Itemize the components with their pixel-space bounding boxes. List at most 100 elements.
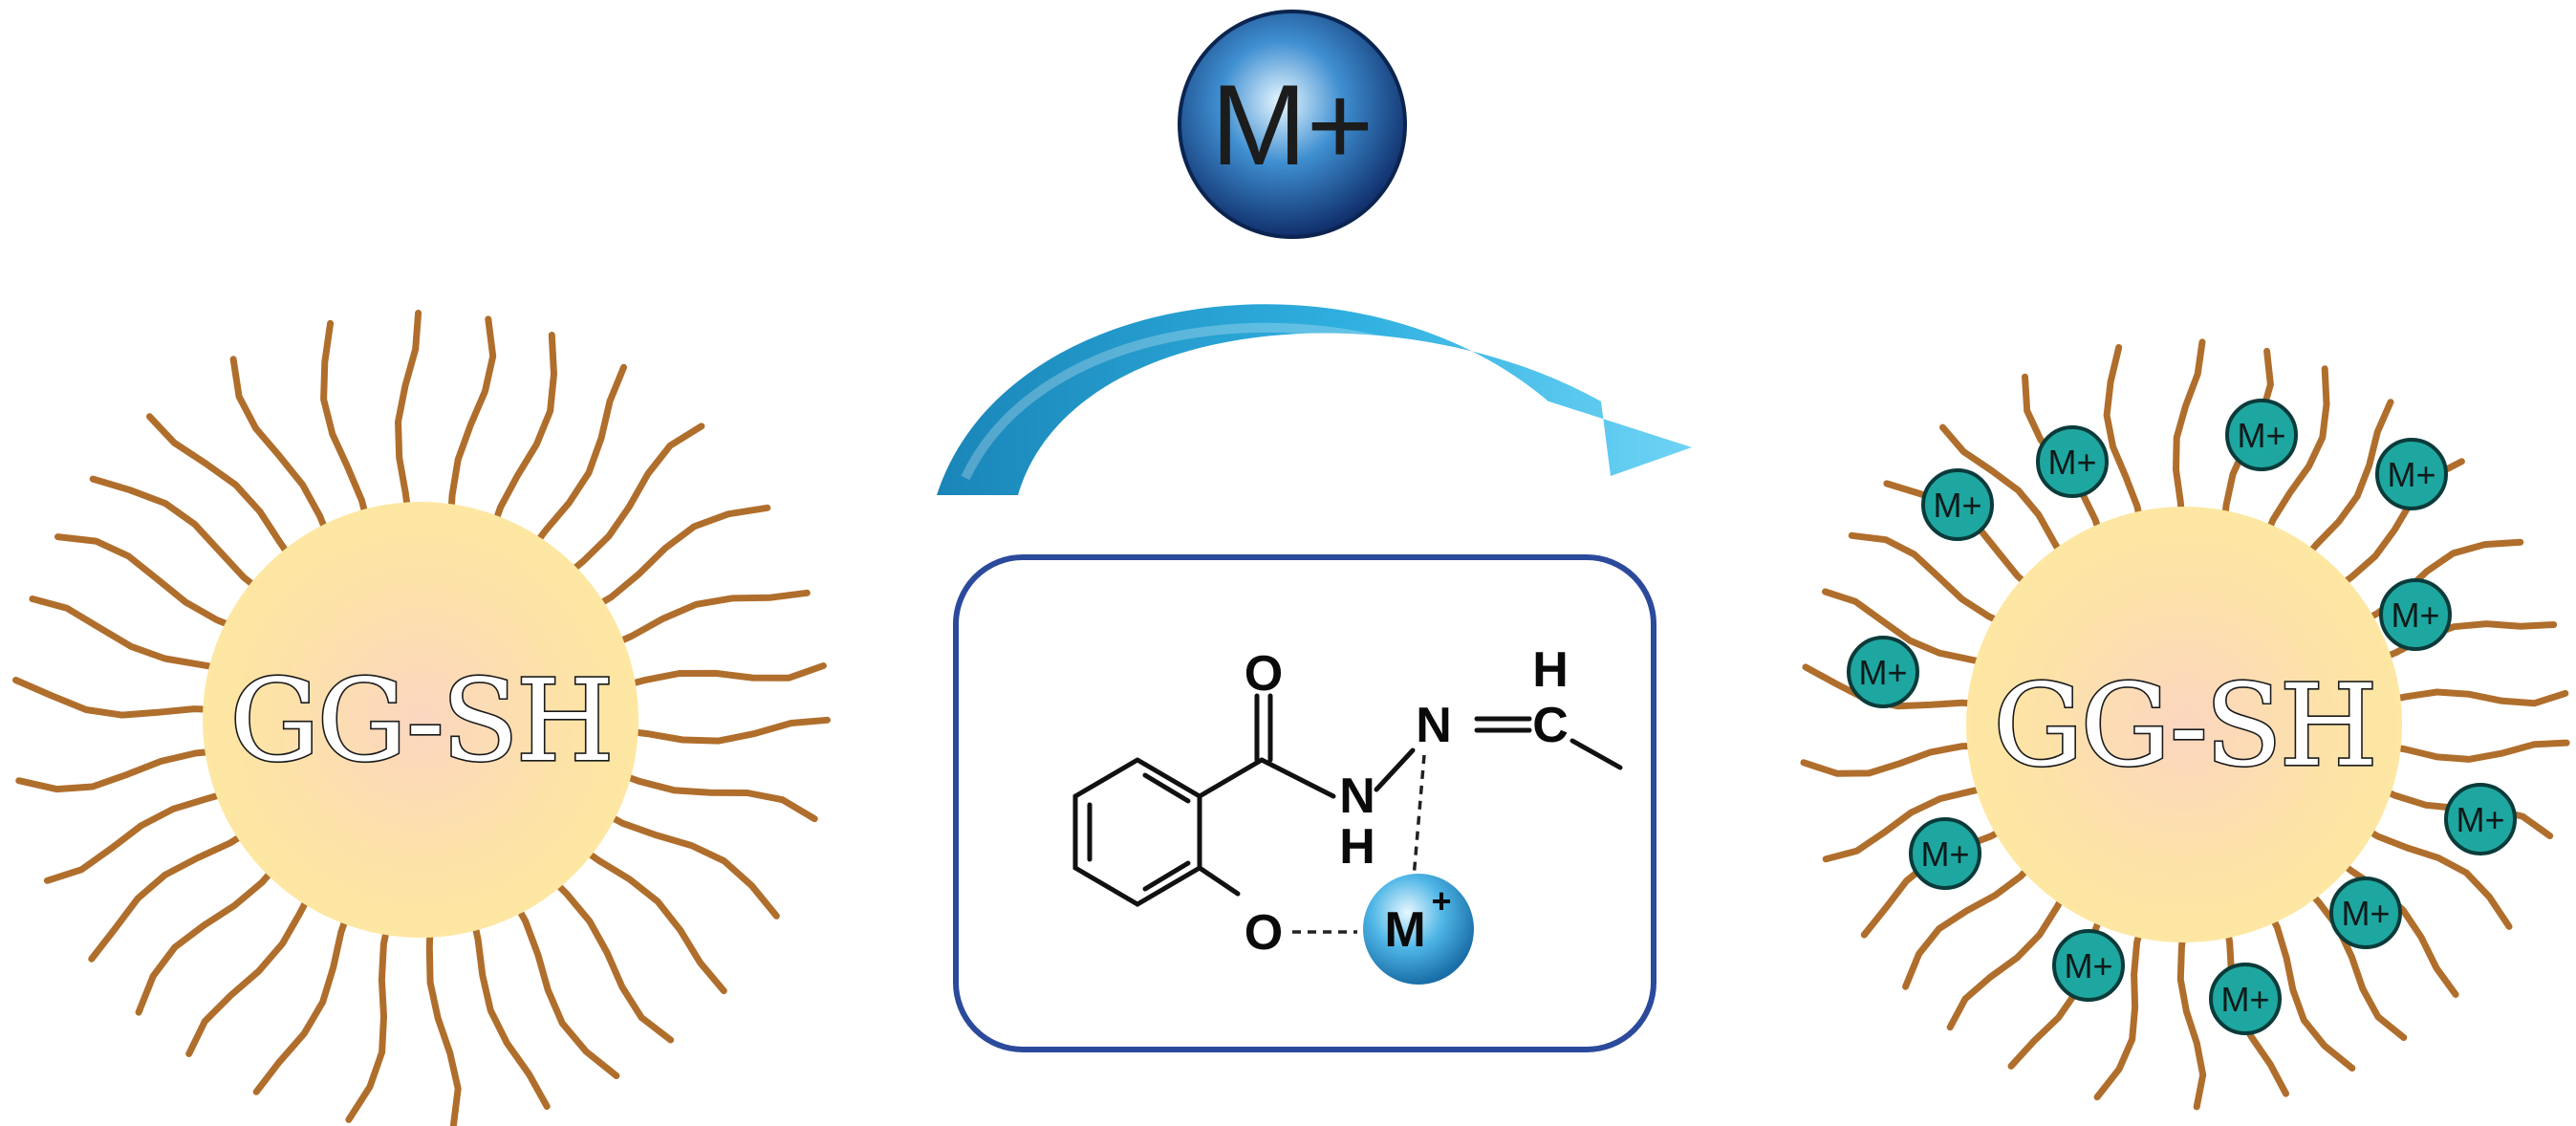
bound-ion (1921, 468, 1994, 541)
polymer-strand (1822, 781, 2006, 863)
polymer-strand (537, 864, 675, 1044)
polymer-strand (252, 895, 357, 1095)
metal-center (1363, 874, 1474, 985)
bound-ion (2329, 877, 2402, 949)
polymer-strand (88, 820, 264, 963)
bound-metal-ions: M+ M+ M+ M+ M+ M+ M+ M+ M+ M+ M+ (1847, 399, 2517, 1035)
polymer-strand (2093, 908, 2149, 1101)
atom-h-amide: H (1339, 819, 1375, 875)
polymer-strand (1902, 850, 2046, 990)
bound-ion (2379, 578, 2452, 651)
bound-ion-label: M+ (2047, 443, 2096, 482)
atom-n-imine: N (1416, 698, 1452, 753)
metal-center-label: M (1384, 902, 1425, 958)
polymer-strand (2323, 848, 2459, 998)
polymer-strand (485, 332, 557, 545)
left-polymer-strands (12, 310, 831, 1126)
polymer-strand (43, 785, 246, 884)
polymer-strand (2362, 620, 2558, 668)
atom-h-imine: H (1532, 642, 1569, 698)
polymer-strand (2292, 399, 2394, 574)
polymer-strand (608, 716, 831, 745)
polymer-strand (89, 475, 275, 603)
polymer-strand (345, 905, 395, 1123)
polymer-strand (446, 315, 497, 534)
bound-ion (2444, 783, 2517, 855)
polymer-strand (2370, 688, 2569, 707)
polymer-strand (552, 422, 705, 588)
atom-c-imine: C (1532, 698, 1569, 753)
bound-ion (2375, 438, 2448, 510)
bound-ion-label: M+ (1920, 834, 1969, 874)
right-core (1966, 507, 2402, 942)
right-core-label: GG-SH (1993, 660, 2374, 791)
reaction-arrow (937, 304, 1692, 495)
bound-ion-label: M+ (2456, 800, 2504, 839)
polymer-strand (587, 802, 780, 920)
metal-ion-label: M+ (1211, 61, 1374, 189)
polymer-strand (135, 852, 290, 1016)
polymer-strand (2370, 739, 2570, 763)
polymer-strand (504, 886, 620, 1079)
polymer-strand (601, 765, 818, 823)
curved-arrow-shape (937, 304, 1692, 495)
atom-o-carbonyl: O (1245, 646, 1283, 702)
bound-ion-label: M+ (2220, 980, 2269, 1019)
bound-ion (2052, 929, 2125, 1002)
atom-n-amide: N (1339, 769, 1375, 824)
bound-ion-label: M+ (1933, 486, 1981, 525)
polymer-strand (2173, 338, 2206, 537)
polymer-strand (2347, 815, 2513, 930)
polymer-strand (185, 877, 320, 1057)
left-nanoparticle: GG-SH (12, 310, 831, 1126)
polymer-strand (146, 413, 304, 575)
bound-ion (1909, 817, 1981, 890)
polymer-strand (521, 363, 627, 563)
right-nanoparticle: GG-SH M+ M+ M+ M+ M+ M+ M+ M+ M+ M+ M+ (1800, 338, 2570, 1111)
polymer-strand (466, 900, 551, 1110)
bound-ion (2036, 425, 2109, 498)
complex-box-border (953, 554, 1656, 1052)
bound-ion-label: M+ (2064, 946, 2112, 985)
polymer-strand (12, 677, 233, 719)
polymer-strand (54, 533, 254, 638)
polymer-strand (2258, 365, 2330, 553)
polymer-strand (320, 319, 375, 539)
bound-ion (2225, 399, 2298, 471)
complex-box: O N H N C H O M + (953, 554, 1656, 1052)
polymer-strand (1802, 663, 1998, 710)
polymer-strand (1946, 876, 2076, 1031)
polymer-strand (425, 907, 462, 1126)
polymer-strand (606, 662, 827, 693)
bound-ion (1847, 636, 1919, 708)
polymer-strand (1939, 423, 2075, 574)
polymer-strand (1822, 588, 2005, 670)
bound-ion (2209, 963, 2282, 1035)
atom-o-phenol: O (1245, 905, 1283, 961)
bound-ion-label: M+ (1858, 653, 1907, 692)
metal-center-charge: + (1431, 881, 1451, 920)
polymer-strand (566, 836, 727, 995)
polymer-strand (1848, 531, 2022, 634)
polymer-strand (229, 356, 337, 553)
polymer-strand (595, 589, 811, 655)
bound-ion-label: M+ (2237, 416, 2285, 455)
polymer-strand (1800, 742, 1998, 777)
bound-ion-label: M+ (2387, 455, 2435, 494)
polymer-strand (29, 595, 240, 675)
polymer-strand (2259, 895, 2356, 1072)
bound-ion-label: M+ (2391, 595, 2439, 635)
right-polymer-strands (1800, 338, 2570, 1111)
polymer-strand (2346, 538, 2524, 632)
left-core-label: GG-SH (229, 655, 611, 787)
polymer-strand (577, 504, 771, 619)
polymer-strand (2176, 912, 2207, 1111)
bound-ion-label: M+ (2341, 894, 2390, 933)
polymer-strand (395, 310, 422, 532)
polymer-strand (2293, 875, 2408, 1041)
polymer-strand (2103, 344, 2147, 542)
metal-ion-sphere (1178, 10, 1407, 239)
arrow-highlight (961, 322, 1494, 481)
left-core (203, 502, 639, 938)
